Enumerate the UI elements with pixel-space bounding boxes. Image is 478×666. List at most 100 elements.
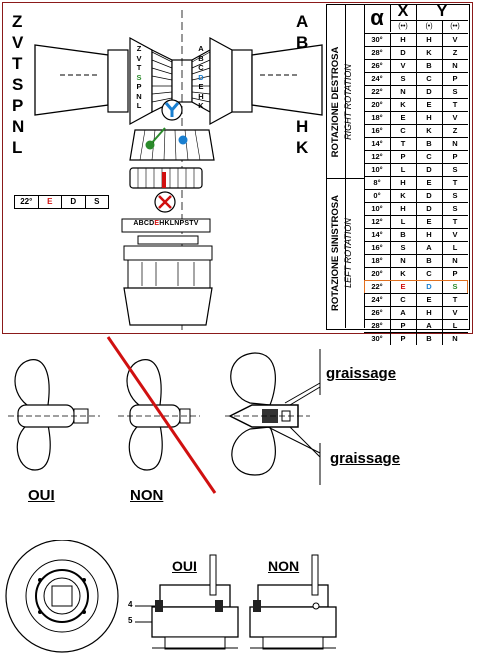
- table-cell: N: [442, 59, 468, 72]
- table-cell: K: [416, 46, 443, 59]
- table-cell: H: [390, 33, 417, 46]
- strip-letter: A: [133, 220, 139, 227]
- letter-strip: ABCDEHKLNPSTV: [122, 220, 210, 227]
- table-cell: T: [390, 137, 417, 150]
- table-cell: 0°: [364, 189, 391, 202]
- table-cell: L: [442, 319, 468, 332]
- table-cell: B: [416, 59, 443, 72]
- non-label-2: NON: [268, 558, 300, 574]
- table-cell: D: [416, 189, 443, 202]
- table-cell: 18°: [364, 254, 391, 267]
- table-cell: S: [442, 202, 468, 215]
- table-cell: C: [390, 124, 417, 137]
- table-cell: S: [390, 72, 417, 85]
- left-rotation-title: ROTAZIONE SINISTROSA: [330, 195, 341, 311]
- strip-letter: H: [159, 220, 165, 227]
- table-cell: 16°: [364, 124, 391, 137]
- table-cell: H: [390, 202, 417, 215]
- table-cell: B: [416, 137, 443, 150]
- example-y2: S: [94, 197, 100, 206]
- propeller-diagrams: [8, 336, 321, 494]
- strip-letter: V: [193, 220, 199, 227]
- hub-letter: C: [198, 63, 204, 72]
- table-cell: 14°: [364, 228, 391, 241]
- oui-label-1: OUI: [28, 487, 55, 504]
- table-cell: D: [416, 163, 443, 176]
- right-rotation-title: ROTAZIONE DESTROSA: [330, 46, 341, 158]
- table-cell: C: [416, 267, 443, 280]
- table-cell: S: [442, 163, 468, 176]
- example-setting-box: 22° E D S: [14, 195, 109, 209]
- table-cell: B: [416, 332, 443, 345]
- table-cell: V: [390, 59, 417, 72]
- left-hub-ring: [107, 49, 129, 113]
- assembly-oui: [135, 554, 239, 650]
- sub-y2: (••): [442, 20, 468, 33]
- hub-letter: T: [136, 63, 142, 72]
- settings-table: [326, 4, 470, 330]
- table-cell: N: [442, 332, 468, 345]
- table-cell: 20°: [364, 267, 391, 280]
- table-cell: C: [416, 150, 443, 163]
- hub-letter: S: [136, 72, 142, 82]
- table-cell: P: [442, 150, 468, 163]
- left-letter: Z: [12, 12, 23, 31]
- hub-letter: B: [198, 53, 204, 63]
- hub-letter: H: [198, 91, 204, 101]
- strip-letter: N: [174, 220, 180, 227]
- table-cell: H: [416, 111, 443, 124]
- table-cell: E: [416, 215, 443, 228]
- table-cell: 14°: [364, 137, 391, 150]
- adjustment-panel: [2, 2, 473, 334]
- left-letter: P: [12, 96, 24, 115]
- table-cell: 16°: [364, 241, 391, 254]
- table-cell: C: [390, 293, 417, 306]
- strip-letter: C: [143, 220, 150, 227]
- table-cell: S: [390, 241, 417, 254]
- header-alpha: α: [364, 4, 391, 32]
- table-cell: D: [416, 202, 443, 215]
- table-cell: S: [442, 189, 468, 202]
- table-cell: 24°: [364, 72, 391, 85]
- left-rotation-subtitle: LEFT ROTATION: [343, 218, 353, 288]
- cross-out-line: [106, 336, 217, 494]
- table-cell: T: [442, 293, 468, 306]
- table-cell: 8°: [364, 176, 391, 189]
- non-label-1: NON: [130, 487, 164, 504]
- table-cell: D: [390, 46, 417, 59]
- table-cell: P: [442, 267, 468, 280]
- propeller-non: [118, 359, 200, 471]
- table-cell: T: [442, 215, 468, 228]
- right-letter: H: [296, 117, 309, 136]
- table-cell: 20°: [364, 98, 391, 111]
- table-cell: V: [442, 228, 468, 241]
- table-cell: L: [390, 163, 417, 176]
- table-cell: 26°: [364, 59, 391, 72]
- strip-letter: P: [179, 220, 185, 227]
- hub-letter: P: [136, 82, 142, 91]
- table-cell: K: [390, 98, 417, 111]
- strip-letter: E: [154, 220, 160, 227]
- right-letter: K: [296, 138, 309, 157]
- table-cell: 26°: [364, 306, 391, 319]
- table-cell: P: [442, 72, 468, 85]
- strip-letter: D: [149, 220, 155, 227]
- table-cell: 22°: [364, 85, 391, 98]
- hub-letter: Z: [136, 44, 142, 53]
- header-x: X: [390, 4, 417, 20]
- table-cell: P: [390, 150, 417, 163]
- table-cell: 24°: [364, 293, 391, 306]
- strip-letter: T: [189, 220, 194, 227]
- strip-letter: L: [169, 220, 175, 227]
- left-letter: T: [12, 54, 23, 73]
- propeller-grease: [225, 349, 321, 485]
- table-cell: E: [416, 98, 443, 111]
- left-letter: N: [12, 117, 25, 136]
- hub-letter: L: [136, 101, 142, 110]
- left-letter: V: [12, 33, 24, 52]
- strip-letter: S: [184, 220, 190, 227]
- header-y: Y: [436, 3, 448, 20]
- right-shaft-cone: [251, 44, 323, 116]
